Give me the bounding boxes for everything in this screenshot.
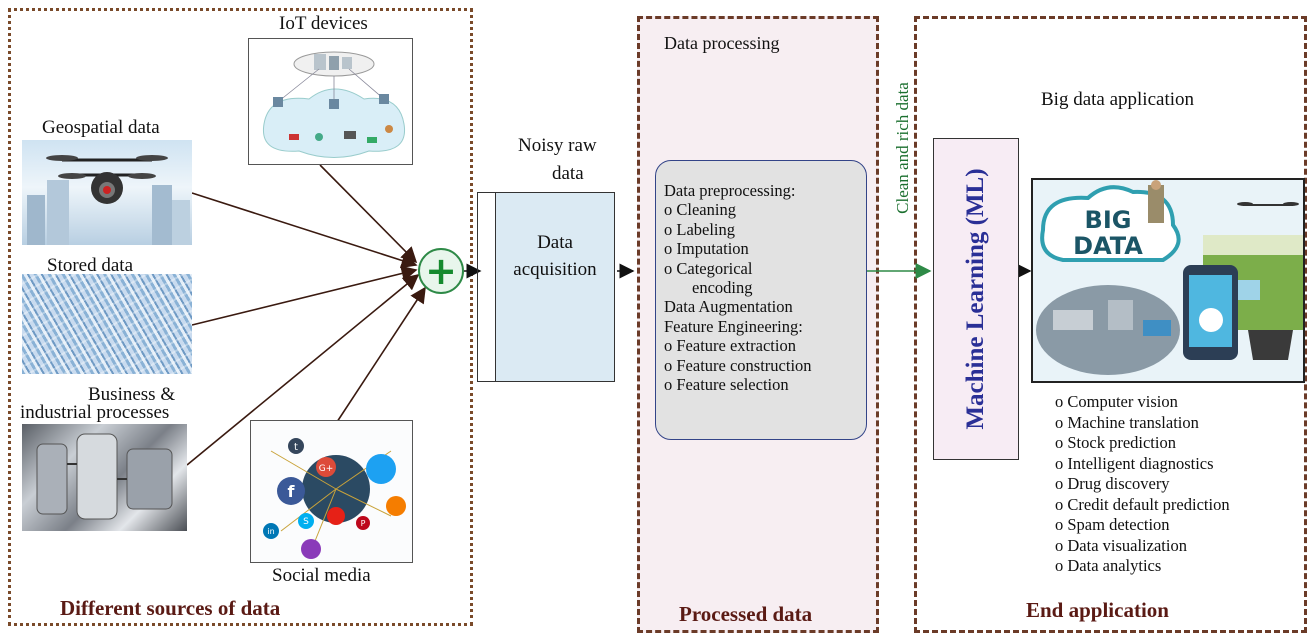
arrow-business <box>186 273 420 466</box>
iot-image <box>248 38 413 165</box>
processing-item: o Feature selection <box>664 375 789 395</box>
processing-item: encoding <box>692 278 753 298</box>
clean-data-label-wrap: Clean and rich data <box>885 28 921 268</box>
preprocessing-box: Data preprocessing: o Cleaning o Labelin… <box>655 160 867 440</box>
noisy-label-line2: data <box>552 163 584 184</box>
business-label-line1: Business & <box>88 384 176 405</box>
social-icon-label: G+ <box>319 464 334 474</box>
big-data-image: BIG DATA <box>1031 178 1305 383</box>
processing-item: o Cleaning <box>664 200 736 220</box>
social-network-icon: t G+ f in S P <box>263 438 406 559</box>
application-frame <box>914 16 1307 633</box>
application-item: o Credit default prediction <box>1055 494 1230 514</box>
social-media-image: t G+ f in S P <box>250 420 413 563</box>
acquisition-bracket <box>477 192 497 382</box>
application-title: Big data application <box>1041 89 1195 110</box>
business-label-line2: industrial processes <box>20 402 170 423</box>
processing-caption: Processed data <box>679 602 813 626</box>
industrial-image <box>22 424 187 531</box>
stored-label: Stored data <box>47 255 134 276</box>
social-icon-label: P <box>361 519 366 528</box>
processing-item: Data preprocessing: <box>664 181 796 200</box>
acquisition-label-line1: Data <box>537 232 573 253</box>
application-item: o Spam detection <box>1055 515 1170 534</box>
application-item: o Machine translation <box>1055 412 1199 432</box>
application-item: o Computer vision <box>1055 392 1178 411</box>
big-data-text-1: BIG <box>1085 206 1132 234</box>
processing-item: o Feature construction <box>664 355 812 375</box>
application-item: o Stock prediction <box>1055 433 1176 452</box>
processing-list: Data preprocessing: o Cleaning o Labelin… <box>664 181 812 394</box>
big-data-text-2: DATA <box>1073 232 1143 260</box>
machinery-icon <box>36 433 173 520</box>
application-list: o Computer vision o Machine translation … <box>1055 392 1230 577</box>
sources-caption: Different sources of data <box>60 596 281 620</box>
processing-item: o Labeling <box>664 219 736 239</box>
acquisition-box: Data acquisition <box>495 192 615 382</box>
processing-item: o Categorical <box>664 258 753 278</box>
stored-data-image <box>22 274 192 374</box>
application-item: o Intelligent diagnostics <box>1055 453 1214 473</box>
drone-icon <box>27 155 190 245</box>
social-icon-label: in <box>267 527 274 536</box>
processing-item: Feature Engineering: <box>664 316 803 336</box>
application-item: o Drug discovery <box>1055 474 1170 493</box>
acquisition-label-line2: acquisition <box>513 259 597 280</box>
sources-frame <box>8 8 473 626</box>
arrow-stored <box>191 265 418 326</box>
machine-learning-label: Machine Learning (ML) <box>962 168 989 430</box>
geospatial-label: Geospatial data <box>42 117 160 138</box>
processing-title: Data processing <box>664 33 780 53</box>
application-caption: End application <box>1026 598 1169 622</box>
combine-plus-icon: + <box>418 248 464 294</box>
iot-network-icon <box>262 51 406 158</box>
social-icon-label: t <box>294 442 298 453</box>
iot-label: IoT devices <box>279 13 368 34</box>
processing-item: o Feature extraction <box>664 336 796 356</box>
application-item: o Data analytics <box>1055 556 1162 575</box>
arrow-social <box>334 286 426 426</box>
social-icon-label: f <box>288 482 296 501</box>
processing-item: Data Augmentation <box>664 297 793 317</box>
processing-item: o Imputation <box>664 239 749 259</box>
arrow-geo <box>191 192 418 269</box>
big-data-collage-icon: BIG DATA <box>1036 180 1303 375</box>
noisy-label-line1: Noisy raw <box>518 135 597 156</box>
clean-data-label: Clean and rich data <box>893 82 912 214</box>
social-icon-label: S <box>303 517 309 527</box>
arrow-iot <box>319 164 418 264</box>
social-media-label: Social media <box>272 565 371 586</box>
geospatial-image <box>22 140 192 245</box>
machine-learning-box: Machine Learning (ML) <box>933 138 1019 460</box>
application-item: o Data visualization <box>1055 535 1187 555</box>
